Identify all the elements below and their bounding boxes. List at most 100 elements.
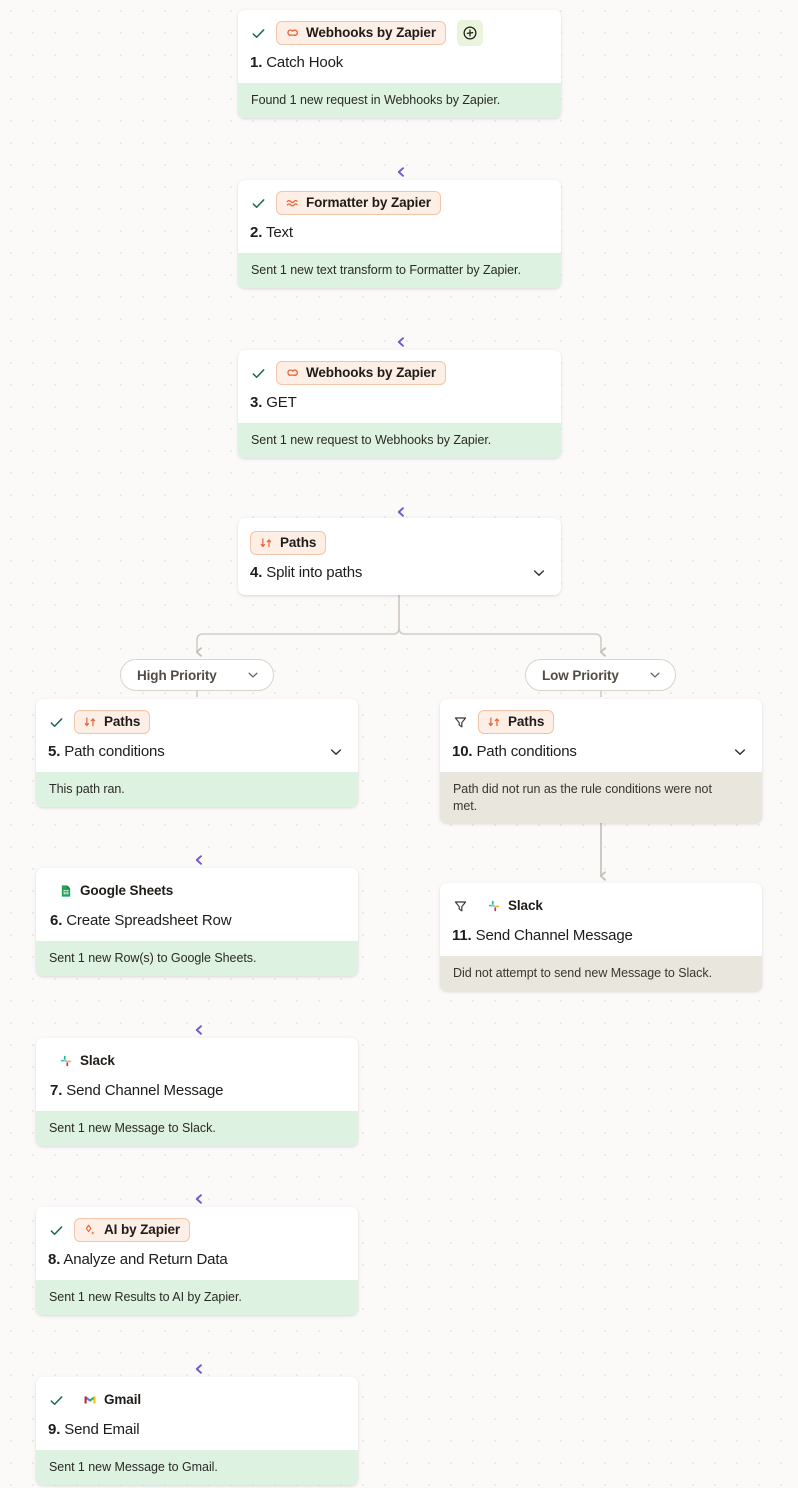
step-title: 11. Send Channel Message	[452, 927, 748, 944]
app-chip-label: Paths	[280, 535, 317, 550]
step-card-header: Webhooks by Zapier	[250, 20, 547, 46]
check-icon	[250, 25, 267, 42]
step-card-body: Slack 11. Send Channel Message	[440, 883, 762, 956]
step-status: Sent 1 new Message to Gmail.	[36, 1450, 358, 1485]
step-card-body: Paths 10. Path conditions	[440, 699, 762, 772]
step-card-body: Gmail 9. Send Email	[36, 1377, 358, 1450]
app-chip[interactable]: Paths	[478, 710, 555, 734]
webhooks-by-zapier-icon	[284, 366, 299, 381]
step-name: GET	[266, 394, 297, 411]
step-status: Sent 1 new Row(s) to Google Sheets.	[36, 941, 358, 976]
step-card-5[interactable]: Paths 5. Path conditions This path ran.	[36, 699, 358, 807]
step-status: Sent 1 new Message to Slack.	[36, 1111, 358, 1146]
google-sheets-icon	[58, 884, 73, 899]
app-chip-label: Webhooks by Zapier	[306, 25, 436, 40]
filter-icon	[452, 714, 469, 731]
step-card-body: AI by Zapier 8. Analyze and Return Data	[36, 1207, 358, 1280]
step-number: 11.	[452, 927, 472, 944]
step-title: 3. GET	[250, 394, 547, 411]
step-card-body: Paths 5. Path conditions	[36, 699, 358, 772]
check-icon	[250, 195, 267, 212]
step-card-body: Webhooks by Zapier 3. GET	[238, 350, 561, 423]
chevron-down-icon[interactable]	[732, 744, 748, 760]
step-card-body: Google Sheets 6. Create Spreadsheet Row	[36, 868, 358, 941]
app-chip[interactable]: Slack	[478, 894, 553, 918]
step-card-body: Formatter by Zapier 2. Text	[238, 180, 561, 253]
step-number: 3.	[250, 394, 263, 411]
step-card-11[interactable]: Slack 11. Send Channel Message Did not a…	[440, 883, 762, 991]
step-card-2[interactable]: Formatter by Zapier 2. Text Sent 1 new t…	[238, 180, 561, 288]
step-name: Analyze and Return Data	[63, 1251, 228, 1268]
step-title: 2. Text	[250, 224, 547, 241]
step-status: Sent 1 new request to Webhooks by Zapier…	[238, 423, 561, 458]
step-number: 10.	[452, 743, 473, 760]
step-card-header: Slack	[50, 1049, 344, 1073]
step-card-3[interactable]: Webhooks by Zapier 3. GET Sent 1 new req…	[238, 350, 561, 458]
check-icon	[48, 714, 65, 731]
step-title: 8. Analyze and Return Data	[48, 1251, 344, 1268]
slack-icon	[58, 1054, 73, 1069]
step-status: Sent 1 new text transform to Formatter b…	[238, 253, 561, 288]
step-card-header: Paths	[250, 531, 547, 555]
step-card-header: Google Sheets	[50, 879, 344, 903]
path-pill-label: Low Priority	[542, 667, 619, 683]
step-card-8[interactable]: AI by Zapier 8. Analyze and Return Data …	[36, 1207, 358, 1315]
step-card-header: Formatter by Zapier	[250, 191, 547, 215]
step-name: Send Email	[64, 1421, 140, 1438]
app-chip-label: Slack	[508, 898, 543, 913]
step-card-10[interactable]: Paths 10. Path conditions Path did not r…	[440, 699, 762, 823]
chevron-down-icon[interactable]	[246, 668, 260, 682]
step-status: Found 1 new request in Webhooks by Zapie…	[238, 83, 561, 118]
app-chip[interactable]: Slack	[50, 1049, 125, 1073]
step-card-6[interactable]: Google Sheets 6. Create Spreadsheet Row …	[36, 868, 358, 976]
path-pill-low-priority[interactable]: Low Priority	[525, 659, 676, 691]
app-chip-label: Paths	[104, 714, 141, 729]
step-card-7[interactable]: Slack 7. Send Channel Message Sent 1 new…	[36, 1038, 358, 1146]
app-chip[interactable]: AI by Zapier	[74, 1218, 191, 1242]
app-chip[interactable]: Formatter by Zapier	[276, 191, 441, 215]
step-title: 1. Catch Hook	[250, 54, 547, 71]
step-name: Send Channel Message	[475, 927, 633, 944]
step-title: 6. Create Spreadsheet Row	[50, 912, 344, 929]
step-card-4[interactable]: Paths 4. Split into paths	[238, 518, 561, 595]
step-number: 9.	[48, 1421, 61, 1438]
path-pill-high-priority[interactable]: High Priority	[120, 659, 274, 691]
step-card-9[interactable]: Gmail 9. Send Email Sent 1 new Message t…	[36, 1377, 358, 1485]
app-chip-label: Webhooks by Zapier	[306, 365, 436, 380]
chevron-down-icon[interactable]	[531, 565, 547, 581]
app-chip-label: Paths	[508, 714, 545, 729]
step-title: 5. Path conditions	[48, 743, 344, 760]
step-number: 5.	[48, 743, 61, 760]
add-step-icon[interactable]	[456, 20, 483, 46]
app-chip[interactable]: Google Sheets	[50, 879, 184, 903]
step-card-1[interactable]: Webhooks by Zapier 1. Catch Hook Found 1…	[238, 10, 561, 118]
step-number: 2.	[250, 224, 263, 241]
step-status: Did not attempt to send new Message to S…	[440, 956, 762, 991]
paths-icon	[258, 536, 273, 551]
step-title: 4. Split into paths	[250, 564, 547, 581]
app-chip-label: Google Sheets	[80, 883, 174, 898]
formatter-by-zapier-icon	[284, 196, 299, 211]
app-chip[interactable]: Paths	[250, 531, 327, 555]
step-status: Path did not run as the rule conditions …	[440, 772, 762, 823]
chevron-down-icon[interactable]	[648, 668, 662, 682]
paths-icon	[486, 715, 501, 730]
step-status: This path ran.	[36, 772, 358, 807]
step-status: Sent 1 new Results to AI by Zapier.	[36, 1280, 358, 1315]
step-card-header: Webhooks by Zapier	[250, 361, 547, 385]
path-pill-label: High Priority	[137, 667, 217, 683]
step-name: Path conditions	[476, 743, 577, 760]
app-chip[interactable]: Webhooks by Zapier	[276, 21, 446, 45]
chevron-down-icon[interactable]	[328, 744, 344, 760]
app-chip[interactable]: Gmail	[74, 1388, 152, 1412]
app-chip[interactable]: Webhooks by Zapier	[276, 361, 446, 385]
step-name: Split into paths	[266, 564, 363, 581]
step-card-header: Gmail	[48, 1388, 344, 1412]
step-number: 8.	[48, 1251, 61, 1268]
app-chip-label: Formatter by Zapier	[306, 195, 431, 210]
step-title: 10. Path conditions	[452, 743, 748, 760]
step-title: 9. Send Email	[48, 1421, 344, 1438]
app-chip[interactable]: Paths	[74, 710, 151, 734]
step-number: 7.	[50, 1082, 63, 1099]
